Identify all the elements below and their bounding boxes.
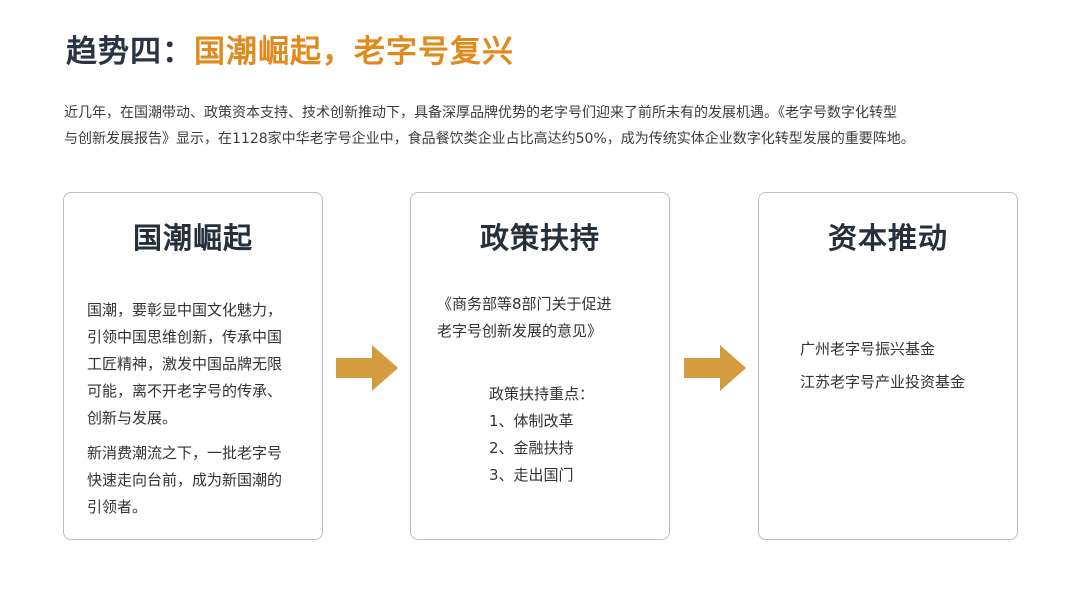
policy-focus: 政策扶持重点： 1、体制改革 2、金融扶持 3、走出国门 [489, 381, 659, 489]
body-line: 引领者。 [87, 498, 148, 516]
doc-line: 《商务部等8部门关于促进 [437, 295, 612, 313]
fund-item: 江苏老字号产业投资基金 [800, 373, 966, 391]
body-line: 可能，离不开老字号的传承、 [87, 382, 283, 400]
body-line: 创新与发展。 [87, 409, 178, 427]
page-title: 趋势四：国潮崛起，老字号复兴 [66, 26, 514, 71]
body-line: 引领中国思维创新，传承中国 [87, 328, 283, 346]
arrow-right-icon [684, 345, 746, 391]
card-capital: 资本推动 广州老字号振兴基金 江苏老字号产业投资基金 [758, 192, 1018, 540]
intro-line: 近几年，在国潮带动、政策资本支持、技术创新推动下，具备深厚品牌优势的老字号们迎来… [64, 105, 897, 121]
focus-item: 2、金融扶持 [489, 439, 574, 457]
focus-item: 1、体制改革 [489, 412, 574, 430]
fund-list: 广州老字号振兴基金 江苏老字号产业投资基金 [800, 333, 1010, 399]
intro-line: 与创新发展报告》显示，在1128家中华老字号企业中，食品餐饮类企业占比高达约50… [64, 131, 915, 147]
arrow-right-icon [336, 345, 398, 391]
fund-item: 广州老字号振兴基金 [800, 340, 936, 358]
focus-item: 3、走出国门 [489, 466, 574, 484]
card-title: 资本推动 [827, 221, 948, 255]
doc-line: 老字号创新发展的意见》 [437, 322, 603, 340]
body-line: 快速走向台前，成为新国潮的 [87, 471, 283, 489]
card-guochao: 国潮崛起 国潮，要彰显中国文化魅力， 引领中国思维创新，传承中国 工匠精神，激发… [63, 192, 323, 540]
body-line: 工匠精神，激发中国品牌无限 [87, 355, 283, 373]
card-title: 国潮崛起 [132, 221, 253, 255]
focus-heading: 政策扶持重点： [489, 385, 595, 403]
card-body: 国潮，要彰显中国文化魅力， 引领中国思维创新，传承中国 工匠精神，激发中国品牌无… [87, 297, 309, 521]
body-line: 新消费潮流之下，一批老字号 [87, 444, 283, 462]
title-prefix: 趋势四： [66, 34, 194, 70]
title-highlight: 国潮崛起，老字号复兴 [194, 34, 514, 70]
policy-doc: 《商务部等8部门关于促进 老字号创新发展的意见》 [437, 291, 657, 345]
body-line: 国潮，要彰显中国文化魅力， [87, 301, 283, 319]
intro-paragraph: 近几年，在国潮带动、政策资本支持、技术创新推动下，具备深厚品牌优势的老字号们迎来… [64, 100, 1024, 152]
card-title: 政策扶持 [479, 221, 600, 255]
card-policy: 政策扶持 《商务部等8部门关于促进 老字号创新发展的意见》 政策扶持重点： 1、… [410, 192, 670, 540]
